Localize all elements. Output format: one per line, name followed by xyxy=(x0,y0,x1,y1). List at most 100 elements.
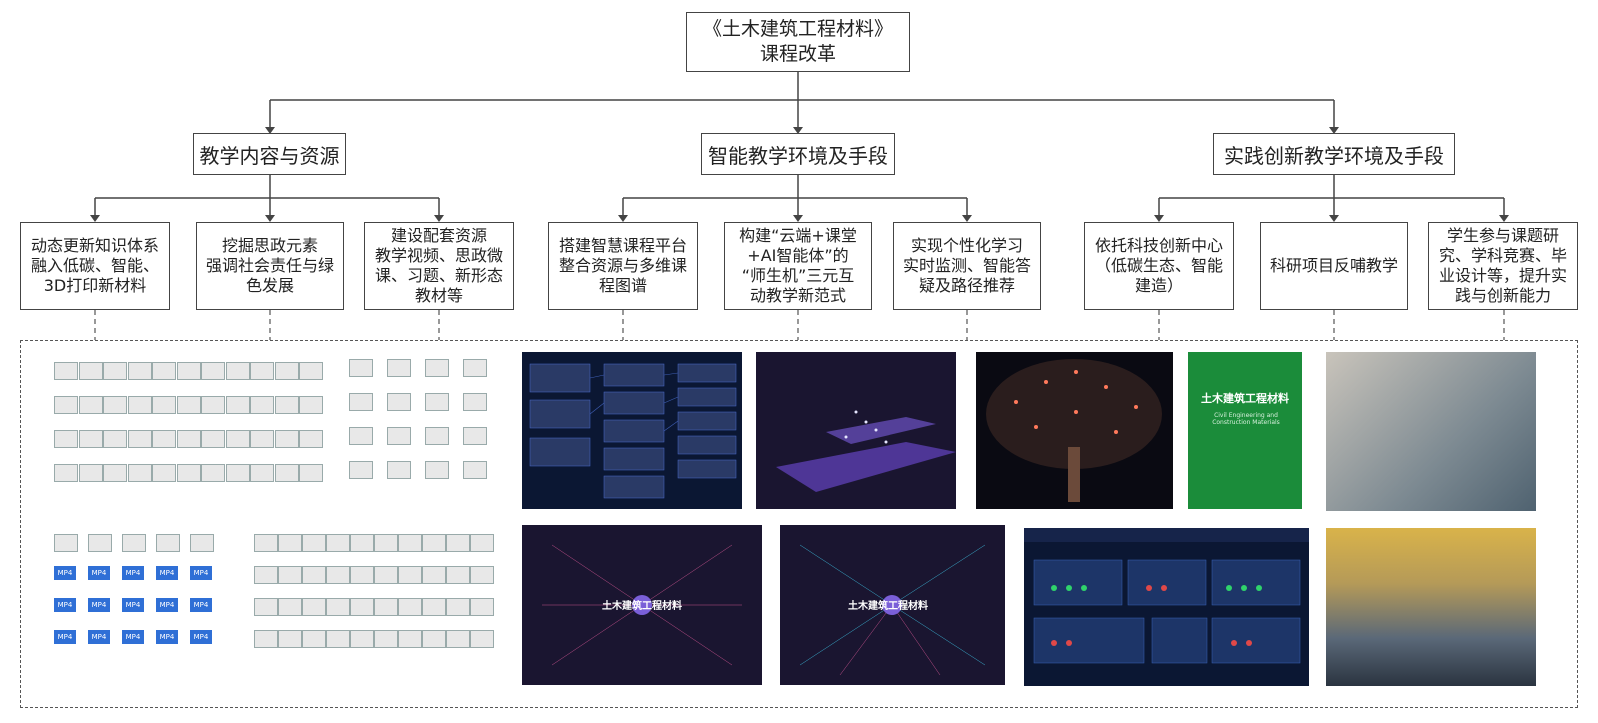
mp4-file-icon: MP4 xyxy=(156,598,178,612)
course-map-screenshot xyxy=(522,352,742,509)
video-file-icon xyxy=(470,598,494,616)
video-file-icon xyxy=(278,630,302,648)
video-file-icon xyxy=(374,630,398,648)
video-file-icon xyxy=(398,598,422,616)
video-file-icon xyxy=(374,598,398,616)
video-file-icon xyxy=(103,464,127,482)
mp4-file-icon: MP4 xyxy=(122,566,144,580)
leaf-ideological-elements: 挖掘思政元素 强调社会责任与绿 色发展 xyxy=(196,222,344,310)
video-file-icon xyxy=(446,598,470,616)
video-file-icon xyxy=(446,566,470,584)
video-file-icon xyxy=(254,630,278,648)
video-file-icon xyxy=(350,534,374,552)
video-file-icon xyxy=(78,464,103,482)
video-file-icon xyxy=(103,362,127,380)
video-file-icon xyxy=(470,566,494,584)
pdf-file-grid xyxy=(250,530,495,670)
video-file-icon xyxy=(422,630,446,648)
radial-graph-1 xyxy=(542,544,742,666)
video-file-icon xyxy=(201,464,225,482)
video-file-icon xyxy=(156,534,180,552)
root-node: 《土木建筑工程材料》 课程改革 xyxy=(686,12,910,72)
video-file-icon xyxy=(470,630,494,648)
video-file-icon xyxy=(302,534,326,552)
video-file-icon xyxy=(250,362,274,380)
video-file-icon xyxy=(201,430,225,448)
mp4-file-icon: MP4 xyxy=(156,566,178,580)
video-file-icon xyxy=(463,427,487,445)
video-file-icon xyxy=(54,534,78,552)
video-file-icon xyxy=(254,598,278,616)
video-file-icon xyxy=(374,566,398,584)
knowledge-tree-screenshot xyxy=(976,352,1173,509)
knowledge-graph-radial-2: 土木建筑工程材料 xyxy=(780,525,1005,685)
video-file-icon xyxy=(201,396,225,414)
video-file-icon xyxy=(446,630,470,648)
root-title-line1: 《土木建筑工程材料》 xyxy=(702,18,893,40)
video-file-icon xyxy=(302,630,326,648)
video-file-icon xyxy=(250,396,274,414)
video-file-icon xyxy=(350,630,374,648)
video-file-icon xyxy=(78,430,103,448)
video-file-icon xyxy=(278,598,302,616)
branch-label: 教学内容与资源 xyxy=(199,143,340,168)
video-file-icon xyxy=(425,359,449,377)
video-file-grid-1 xyxy=(50,358,330,498)
video-file-icon xyxy=(326,598,350,616)
leaf-supporting-resources: 建设配套资源 教学视频、思政微 课、习题、新形态 教材等 xyxy=(364,222,514,310)
video-file-grid-2 xyxy=(345,355,505,500)
branch-smart-environment: 智能教学环境及手段 xyxy=(701,133,895,175)
knowledge-graph-radial-1: 土木建筑工程材料 xyxy=(522,525,762,685)
mp4-file-icon: MP4 xyxy=(190,630,212,644)
video-file-icon xyxy=(78,396,103,414)
graph-center-label-1: 土木建筑工程材料 xyxy=(602,601,682,612)
video-file-icon xyxy=(54,362,78,380)
video-file-icon xyxy=(350,566,374,584)
video-file-icon xyxy=(349,427,373,445)
video-file-icon xyxy=(374,534,398,552)
video-file-icon xyxy=(470,534,494,552)
video-file-icon xyxy=(446,534,470,552)
leaf-dynamic-knowledge: 动态更新知识体系 融入低碳、智能、 3D打印新材料 xyxy=(20,222,170,310)
video-file-icon xyxy=(190,534,214,552)
video-file-icon xyxy=(250,430,274,448)
video-file-icon xyxy=(299,430,323,448)
video-file-icon xyxy=(103,430,127,448)
video-file-icon xyxy=(299,362,323,380)
mp4-file-icon: MP4 xyxy=(156,630,178,644)
video-file-icon xyxy=(326,566,350,584)
video-file-icon xyxy=(274,362,299,380)
leaf-research-feedback: 科研项目反哺教学 xyxy=(1260,222,1408,310)
video-file-icon xyxy=(349,461,373,479)
video-file-icon xyxy=(274,430,299,448)
leaf-innovation-center: 依托科技创新中心 （低碳生态、智能 建造） xyxy=(1084,222,1234,310)
textbook-subtitle: Civil Engineering and Construction Mater… xyxy=(1212,412,1280,426)
video-file-icon xyxy=(299,464,323,482)
leaf-tri-interaction-paradigm: 构建“云端+课堂 +AI智能体”的 “师生机”三元互 动教学新范式 xyxy=(724,222,872,310)
video-file-icon xyxy=(54,464,78,482)
video-file-icon xyxy=(274,396,299,414)
video-file-icon xyxy=(152,396,176,414)
learning-dashboard-screenshot xyxy=(1024,528,1309,686)
leaf-smart-platform: 搭建智慧课程平台 整合资源与多维课 程图谱 xyxy=(548,222,698,310)
mp4-file-icon: MP4 xyxy=(190,566,212,580)
branch-label: 实践创新教学环境及手段 xyxy=(1224,143,1444,168)
video-file-icon xyxy=(326,630,350,648)
video-file-icon xyxy=(349,393,373,411)
video-file-icon xyxy=(176,396,201,414)
video-file-icon xyxy=(398,630,422,648)
video-file-icon xyxy=(274,464,299,482)
video-file-icon xyxy=(349,359,373,377)
mp4-file-icon: MP4 xyxy=(54,630,76,644)
video-file-icon xyxy=(152,362,176,380)
video-file-icon xyxy=(398,534,422,552)
video-file-icon xyxy=(225,362,250,380)
video-file-icon xyxy=(54,430,78,448)
video-file-icon xyxy=(299,396,323,414)
branch-label: 智能教学环境及手段 xyxy=(708,143,888,168)
video-file-icon xyxy=(127,396,152,414)
video-file-icon xyxy=(463,359,487,377)
video-file-icon xyxy=(201,362,225,380)
video-file-icon xyxy=(176,464,201,482)
